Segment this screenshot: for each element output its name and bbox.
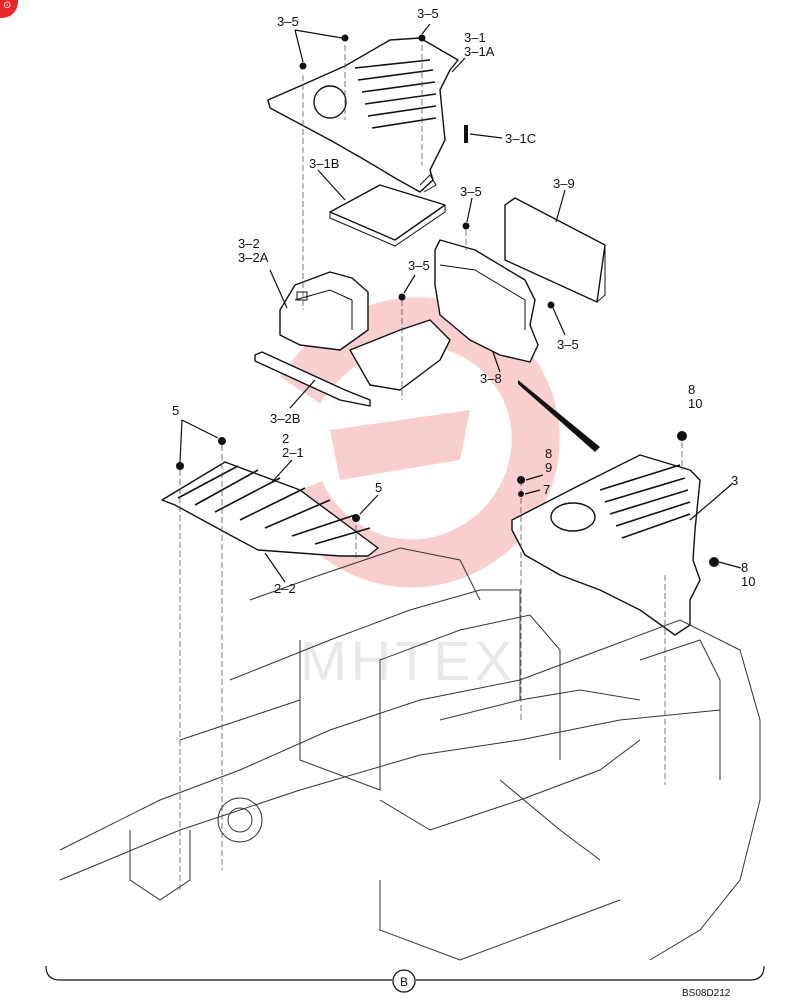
label-2: 2 (282, 431, 289, 446)
part-3-2-bracket (279, 271, 451, 391)
bolt-3-5-a-icon (299, 62, 307, 70)
part-3-9-block (504, 197, 606, 303)
part-3-right-cover (511, 454, 701, 636)
part-3-2b-rod (254, 351, 371, 407)
fasteners (176, 34, 719, 567)
label-2-1: 2–1 (282, 445, 304, 460)
watermark-text: MHTEX (300, 629, 516, 692)
washer-8-10-b-icon (709, 557, 719, 567)
nut-7-icon (518, 491, 524, 497)
bolt-3-5-e-icon (398, 293, 406, 301)
label-3-5-c: 3–5 (460, 184, 482, 199)
label-3-8: 3–8 (480, 371, 502, 386)
part-3-1b-pad (329, 184, 446, 247)
washer-8-9-icon (517, 476, 525, 484)
bolt-5-a-icon (176, 462, 184, 470)
label-5-b: 5 (375, 480, 382, 495)
corner-badge: ⊙ (0, 0, 18, 18)
label-5-a: 5 (172, 403, 179, 418)
bolt-3-5-c-icon (418, 34, 426, 42)
label-8-c: 8 (741, 560, 748, 575)
label-8-a: 8 (688, 382, 695, 397)
label-10-b: 10 (741, 574, 755, 589)
label-3-1c: 3–1C (505, 131, 536, 146)
label-3-1: 3–1 (464, 30, 486, 45)
part-3-8-bracket (434, 239, 539, 363)
label-3-9: 3–9 (553, 176, 575, 191)
part-2-step-plate (161, 461, 379, 557)
label-9: 9 (545, 460, 552, 475)
label-3: 3 (731, 473, 738, 488)
washer-8-10-a-icon (677, 431, 687, 441)
alignment-lines (179, 45, 683, 890)
drawing-code: BS08D212 (682, 988, 731, 999)
leader-lines (179, 23, 742, 583)
label-3-1b: 3–1B (309, 156, 339, 171)
direction-arrow (518, 380, 600, 452)
label-3-1a: 3–1A (464, 44, 495, 59)
label-3-2: 3–2 (238, 236, 260, 251)
label-8-b: 8 (545, 446, 552, 461)
label-7: 7 (543, 482, 550, 497)
bolt-5-c-icon (352, 514, 360, 522)
machine-frame (59, 547, 761, 961)
view-marker-circle (392, 969, 416, 993)
pin-3-1c-icon (464, 125, 468, 143)
bolt-3-5-b-icon (341, 34, 349, 42)
label-3-5-d: 3–5 (408, 258, 430, 273)
label-3-5-a: 3–5 (277, 14, 299, 29)
bottom-bracket: B BS08D212 (45, 965, 765, 999)
corner-badge-glyph: ⊙ (3, 0, 11, 11)
label-3-5-b: 3–5 (417, 6, 439, 21)
label-2-2: 2–2 (274, 581, 296, 596)
label-3-5-e: 3–5 (557, 337, 579, 352)
bolt-3-5-f-icon (547, 301, 555, 309)
view-marker: B (400, 975, 408, 989)
label-3-2b: 3–2B (270, 411, 300, 426)
label-10-a: 10 (688, 396, 702, 411)
bolt-5-b-icon (218, 437, 226, 445)
bolt-3-5-d-icon (462, 222, 470, 230)
part-labels: 3–5 3–5 3–1 3–1A 3–1C 3–1B 3–5 3–9 3–2 3… (172, 6, 755, 596)
label-3-2a: 3–2A (238, 250, 269, 265)
part-3-1-top-cover (267, 37, 459, 193)
